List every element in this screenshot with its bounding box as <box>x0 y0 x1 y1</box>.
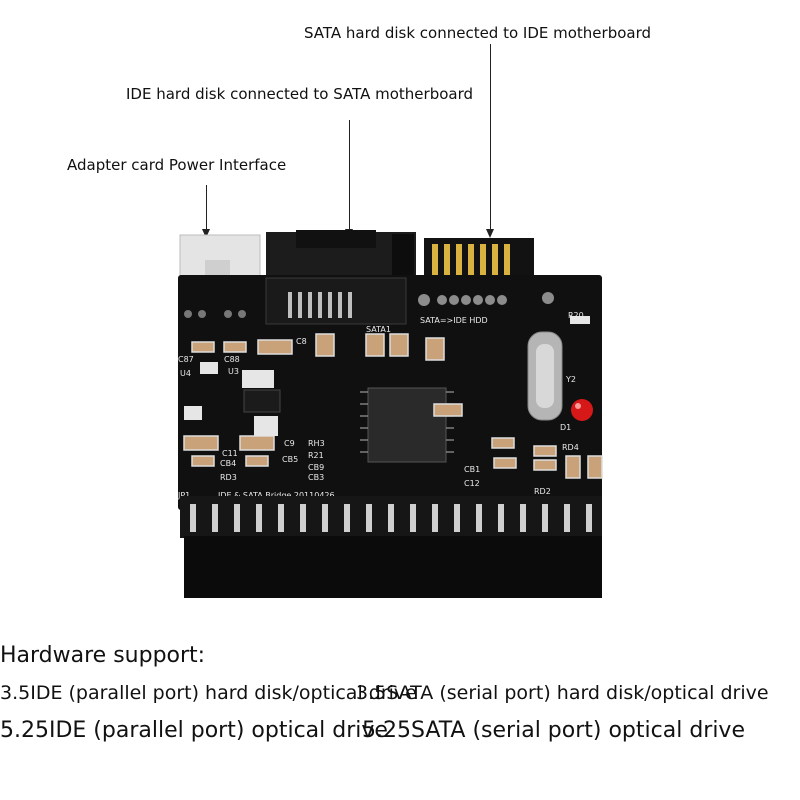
adapter-board-image: JP1 IDE & SATA Bridge 20110426 SATA=>IDE… <box>177 230 603 598</box>
silk-cb9: CB9 <box>308 463 324 472</box>
hardware-item-ide-35: 3.5IDE (parallel port) hard disk/optical… <box>0 682 417 704</box>
arrow-sata-to-ide <box>486 44 494 238</box>
silk-y2: Y2 <box>565 375 576 384</box>
silk-rd2: RD2 <box>534 487 551 496</box>
bridge-chip <box>367 387 447 463</box>
silk-c87: C87 <box>178 355 194 364</box>
silk-d1: D1 <box>560 423 571 432</box>
silk-sata-ide: SATA=>IDE HDD <box>420 316 488 325</box>
silk-cb3: CB3 <box>308 473 324 482</box>
silk-rh3: RH3 <box>308 439 325 448</box>
hardware-item-ide-525: 5.25IDE (parallel port) optical drive <box>0 718 388 743</box>
label-ide-to-sata: IDE hard disk connected to SATA motherbo… <box>126 85 474 103</box>
silk-u4: U4 <box>180 369 191 378</box>
silk-r20: R20 <box>568 311 584 320</box>
silk-cb4: CB4 <box>220 459 236 468</box>
silk-c12: C12 <box>464 479 480 488</box>
silk-c8: C8 <box>296 337 307 346</box>
silk-jp1: JP1 <box>177 491 190 500</box>
silk-c9: C9 <box>284 439 295 448</box>
hardware-title: Hardware support: <box>0 643 206 668</box>
hardware-item-sata-525: 5.25SATA (serial port) optical drive <box>362 718 745 743</box>
sata-connector-2 <box>424 238 534 282</box>
label-power-interface: Adapter card Power Interface <box>67 156 287 174</box>
silk-c11: C11 <box>222 449 238 458</box>
hardware-item-sata-35: 3.5SATA (serial port) hard disk/optical … <box>356 682 769 704</box>
silk-sata1: SATA1 <box>366 325 391 334</box>
silk-rd3: RD3 <box>220 473 237 482</box>
silk-cb1: CB1 <box>464 465 480 474</box>
label-sata-to-ide: SATA hard disk connected to IDE motherbo… <box>304 24 652 42</box>
silk-bridge: IDE & SATA Bridge 20110426 <box>218 491 335 500</box>
silk-c88: C88 <box>224 355 240 364</box>
silk-u3: U3 <box>228 367 239 376</box>
arrow-power-interface <box>202 185 210 238</box>
ide-connector <box>184 536 602 598</box>
silk-r21: R21 <box>308 451 324 460</box>
silk-cb5: CB5 <box>282 455 298 464</box>
arrow-ide-to-sata <box>345 120 353 238</box>
silk-rd4: RD4 <box>562 443 579 452</box>
